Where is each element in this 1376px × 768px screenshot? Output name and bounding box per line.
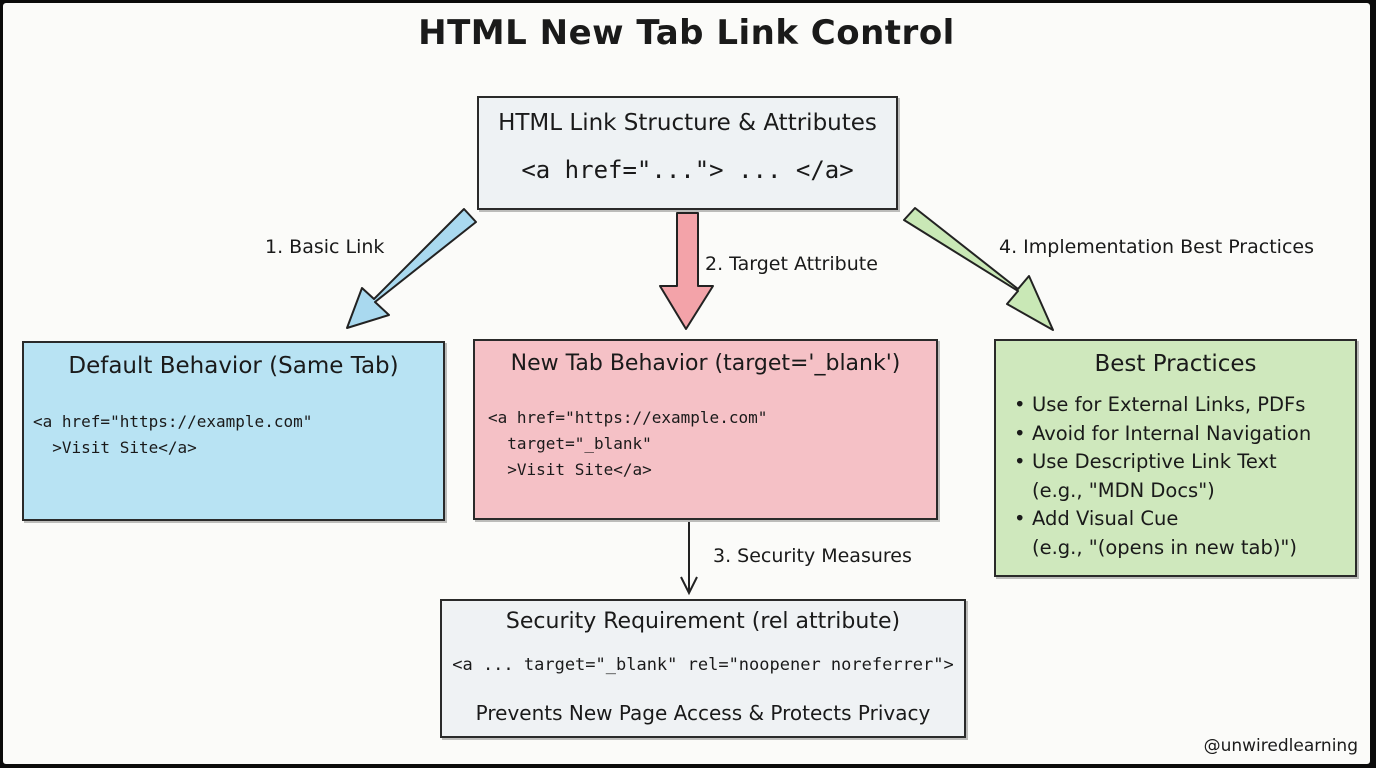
arrow-security-measures [680, 522, 698, 596]
best-practices-box: Best Practices Use for External Links, P… [994, 339, 1357, 577]
diagram-title: HTML New Tab Link Control [418, 13, 955, 53]
best-practice-item: Add Visual Cue [1006, 505, 1311, 534]
new-tab-behavior-box: New Tab Behavior (target='_blank') <a hr… [473, 339, 938, 520]
default-behavior-code-line2: >Visit Site</a> [33, 438, 197, 457]
best-practice-subtext: (e.g., "MDN Docs") [1032, 478, 1215, 502]
watermark: @unwiredlearning [1203, 736, 1358, 756]
arrow-basic-link [346, 208, 477, 329]
best-practices-arrow-label: 4. Implementation Best Practices [999, 236, 1314, 258]
link-structure-code: <a href="..."> ... </a> [521, 156, 854, 184]
best-practice-item: Use Descriptive Link Text [1006, 448, 1311, 477]
best-practice-item: Use for External Links, PDFs [1006, 391, 1311, 420]
security-requirement-title: Security Requirement (rel attribute) [505, 609, 901, 634]
basic-link-label: 1. Basic Link [265, 236, 385, 258]
security-requirement-note: Prevents New Page Access & Protects Priv… [475, 701, 931, 725]
new-tab-code-line2: target="_blank" [488, 434, 652, 453]
best-practices-title: Best Practices [1094, 351, 1257, 377]
security-requirement-code: <a ... target="_blank" rel="noopener nor… [452, 655, 954, 675]
security-measures-label: 3. Security Measures [713, 545, 912, 567]
default-behavior-box: Default Behavior (Same Tab) <a href="htt… [22, 341, 445, 521]
new-tab-code-line1: <a href="https://example.com" [488, 408, 768, 427]
link-structure-title: HTML Link Structure & Attributes [498, 110, 877, 136]
security-requirement-box: Security Requirement (rel attribute) <a … [440, 599, 966, 738]
new-tab-behavior-title: New Tab Behavior (target='_blank') [510, 351, 901, 376]
best-practice-subtext: (e.g., "(opens in new tab)") [1032, 535, 1298, 559]
diagram-canvas: HTML New Tab Link Control [3, 3, 1370, 764]
best-practices-list: Use for External Links, PDFs Avoid for I… [1006, 391, 1311, 562]
link-structure-box: HTML Link Structure & Attributes <a href… [477, 96, 898, 210]
arrow-target-attribute [659, 212, 714, 330]
new-tab-code-line3: >Visit Site</a> [488, 460, 652, 479]
default-behavior-title: Default Behavior (Same Tab) [68, 353, 399, 379]
target-attribute-label: 2. Target Attribute [705, 253, 878, 275]
best-practice-item: Avoid for Internal Navigation [1006, 420, 1311, 449]
arrow-best-practices [903, 207, 1054, 331]
default-behavior-code-line1: <a href="https://example.com" [33, 412, 313, 431]
